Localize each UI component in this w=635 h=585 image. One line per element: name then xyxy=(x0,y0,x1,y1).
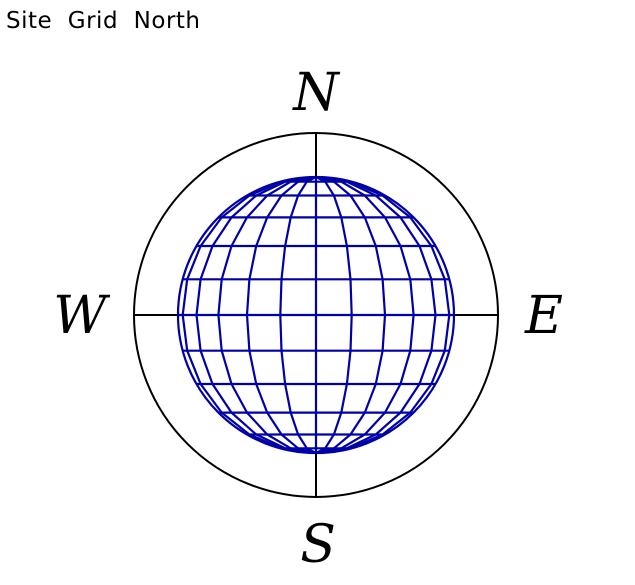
north-label: N xyxy=(291,63,340,123)
west-label: W xyxy=(53,286,110,346)
east-label: E xyxy=(524,286,563,346)
globe-icon xyxy=(176,175,456,455)
compass-frame xyxy=(133,132,499,498)
page-title: Site Grid North xyxy=(6,8,201,34)
south-label: S xyxy=(300,515,336,575)
